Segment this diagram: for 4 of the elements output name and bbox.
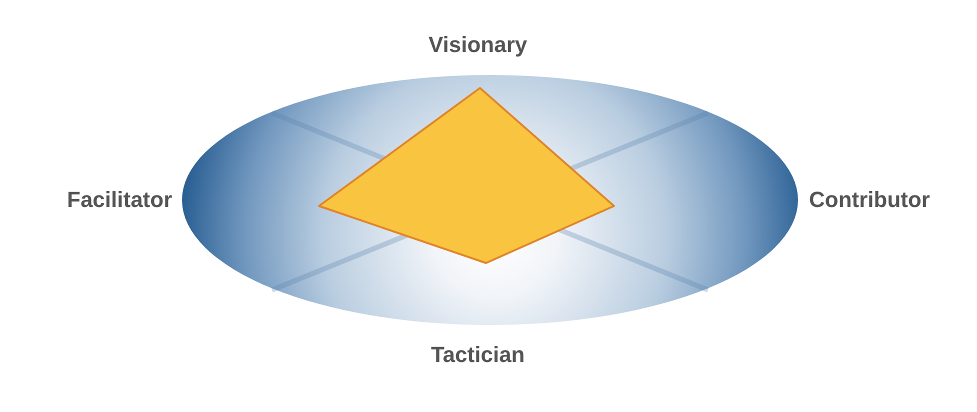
axis-label: Tactician: [431, 342, 525, 368]
axis-label: Visionary: [428, 32, 528, 58]
axis-label: Facilitator: [67, 187, 172, 213]
axis-label: Contributor: [809, 187, 930, 213]
